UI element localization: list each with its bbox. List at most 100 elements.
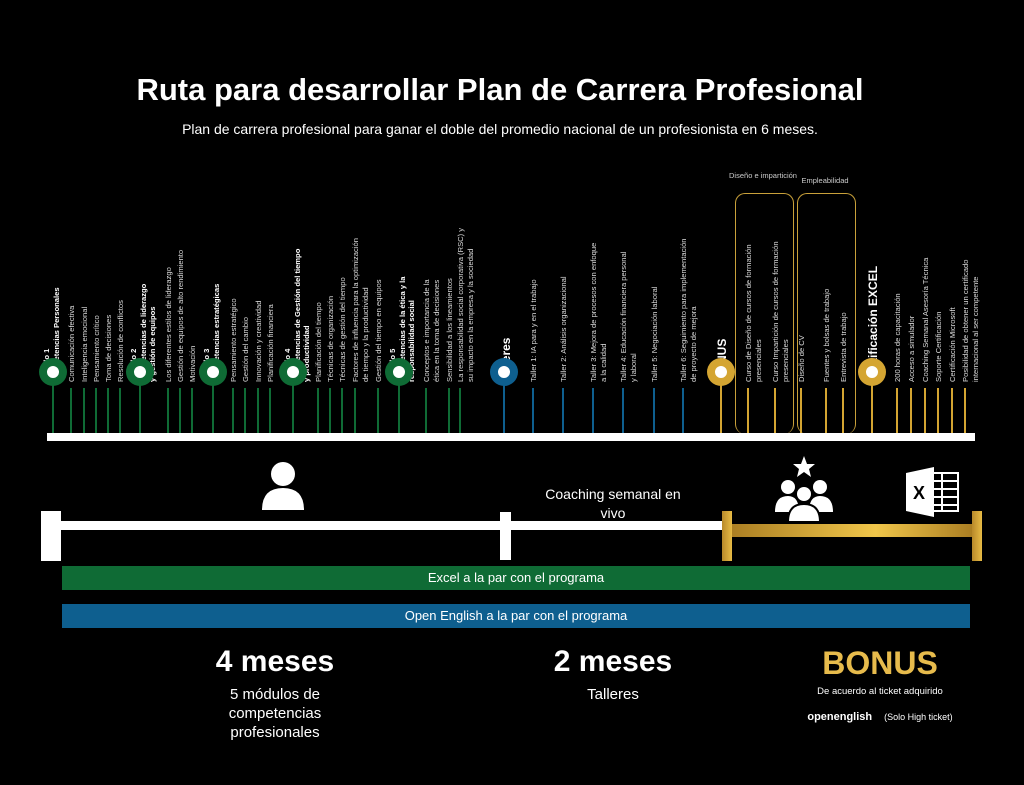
label-line: de proyecto de mejora: [688, 306, 698, 382]
label-line: Los diferentes estilos de liderazgo: [164, 267, 173, 382]
timeline-item: Factores de influencia para la optimizac…: [351, 238, 370, 382]
stat-value: 4 meses: [215, 645, 335, 678]
bonus-note: (Solo High ticket): [884, 712, 953, 722]
timeline-tick: [562, 388, 564, 438]
timeline-item: Certificación Microsoft: [948, 307, 958, 382]
label-line: Taller 6: Seguimiento para implementació…: [679, 238, 688, 382]
timeline-item: Diseño de CV: [797, 335, 807, 382]
timeline-tick: [747, 388, 749, 438]
timeline-item: Taller 6: Seguimiento para implementació…: [679, 238, 698, 382]
label-line: Taller 1: IA para y en el trabajo: [529, 279, 538, 382]
label-line: Taller 5: Negociación laboral: [650, 286, 659, 382]
timeline-item: Motivación: [188, 346, 198, 382]
timeline-item: Toma de decisiones: [104, 315, 114, 382]
stat-value: 2 meses: [553, 645, 673, 678]
label-line: Planificación financiera: [266, 304, 275, 382]
timeline-tick: [107, 388, 109, 438]
label-line: presenciales: [780, 339, 790, 382]
bonus-cap-end: [972, 511, 982, 561]
timeline-item: Innovación y creatividad: [254, 301, 264, 382]
label-line: Técnicas de organización: [326, 295, 335, 382]
label-line: Pensamiento crítico: [92, 315, 101, 382]
stat-desc: Talleres: [587, 686, 639, 703]
label-line: Diseño de CV: [797, 335, 806, 382]
timeline-tick: [448, 388, 450, 438]
person-icon: [262, 462, 304, 510]
stat-modules: 4 meses 5 módulos de competencias profes…: [150, 645, 400, 742]
timeline-item: Comunicación efectiva: [67, 306, 77, 382]
label-line: Entrevista de trabajo: [839, 312, 848, 382]
timeline-tick: [232, 388, 234, 438]
timeline-item: Taller 5: Negociación laboral: [650, 287, 660, 382]
label-line: Certificación Microsoft: [948, 307, 957, 382]
timeline-item: Coaching Semanal Asesoría Técnica: [921, 258, 931, 382]
phase-cap-start: [41, 511, 61, 561]
svg-text:X: X: [913, 483, 925, 503]
label-line: Resolución de conflictos: [116, 300, 125, 382]
timeline-tick: [95, 388, 97, 438]
timeline-item: Pensamiento crítico: [92, 315, 102, 382]
timeline-tick: [329, 388, 331, 438]
label-line: Acceso a simulador: [907, 315, 916, 382]
timeline-item: Resolución de conflictos: [116, 300, 126, 382]
section-node-icon: [494, 362, 514, 382]
timeline-tick: [52, 372, 54, 438]
timeline-tick: [800, 388, 802, 438]
label-line: Gestión del cambio: [241, 316, 250, 382]
timeline-tick: [398, 372, 400, 438]
excel-icon: X: [906, 467, 959, 517]
timeline-item: Pensamiento estratégico: [229, 298, 239, 382]
timeline-tick: [179, 388, 181, 438]
timeline-item: Fuentes y bolsas de trabajo: [822, 289, 832, 382]
bonus-group-box-1: [735, 193, 794, 434]
timeline-item: 200 horas de capacitación: [893, 293, 903, 382]
label-line: Comunicación efectiva: [67, 305, 76, 382]
timeline-tick: [622, 388, 624, 438]
label-line: Planificación del tiempo: [314, 302, 323, 382]
page-title: Ruta para desarrollar Plan de Carrera Pr…: [136, 72, 864, 107]
label-line: Pensamiento estratégico: [229, 298, 238, 382]
label-line: de tiempo y la productividad: [360, 287, 370, 382]
bonus-block: BONUS De acuerdo al ticket adquirido ope…: [785, 645, 975, 723]
label-line: y laboral: [628, 353, 638, 382]
label-line: internacional al ser competente: [970, 276, 980, 382]
label-line: La responsabilidad social corporativa (R…: [456, 227, 465, 382]
coaching-label: Coaching semanal en vivo: [545, 486, 681, 521]
page-subtitle: Plan de carrera profesional para ganar e…: [182, 121, 818, 137]
timeline-item: Curso Impartición de cursos de formación…: [771, 241, 790, 382]
timeline-item: Sensibilidad a los lineamientos: [445, 278, 455, 382]
timeline-tick: [70, 388, 72, 438]
bonus-group-box-2: [797, 193, 856, 434]
label-line: Fuentes y bolsas de trabajo: [822, 288, 831, 382]
timeline-tick: [653, 388, 655, 438]
timeline-tick: [119, 388, 121, 438]
timeline-tick: [720, 372, 722, 438]
timeline-tick: [964, 388, 966, 438]
label-line: presenciales: [753, 339, 763, 382]
timeline-item: Entrevista de trabajo: [839, 312, 849, 382]
timeline-tick: [896, 388, 898, 438]
label-line: a la calidad: [598, 343, 608, 382]
timeline-tick: [341, 388, 343, 438]
section-node-icon: [130, 362, 150, 382]
section-node-icon: [389, 362, 409, 382]
section-node-icon: [711, 362, 731, 382]
label-line: Conceptos e importancia de la: [422, 279, 431, 382]
timeline-item: Planificación financiera: [266, 304, 276, 382]
excel-bar: Excel a la par con el programa: [62, 566, 970, 590]
label-line: Factores de influencia para la optimizac…: [351, 238, 360, 382]
bonus-title: BONUS: [822, 645, 938, 681]
timeline-tick: [317, 388, 319, 438]
bonus-cap-start: [722, 511, 732, 561]
timeline-tick: [842, 388, 844, 438]
label-line: Posibilidad de obtener un certificado: [961, 259, 970, 382]
timeline-tick: [377, 388, 379, 438]
timeline-item: Técnicas de gestión del tiempo: [338, 277, 348, 382]
bonus-group-label-1: Diseño e impartición: [729, 171, 797, 180]
bonus-group-label-2: Empleabilidad: [801, 176, 849, 185]
timeline-tick: [425, 388, 427, 438]
